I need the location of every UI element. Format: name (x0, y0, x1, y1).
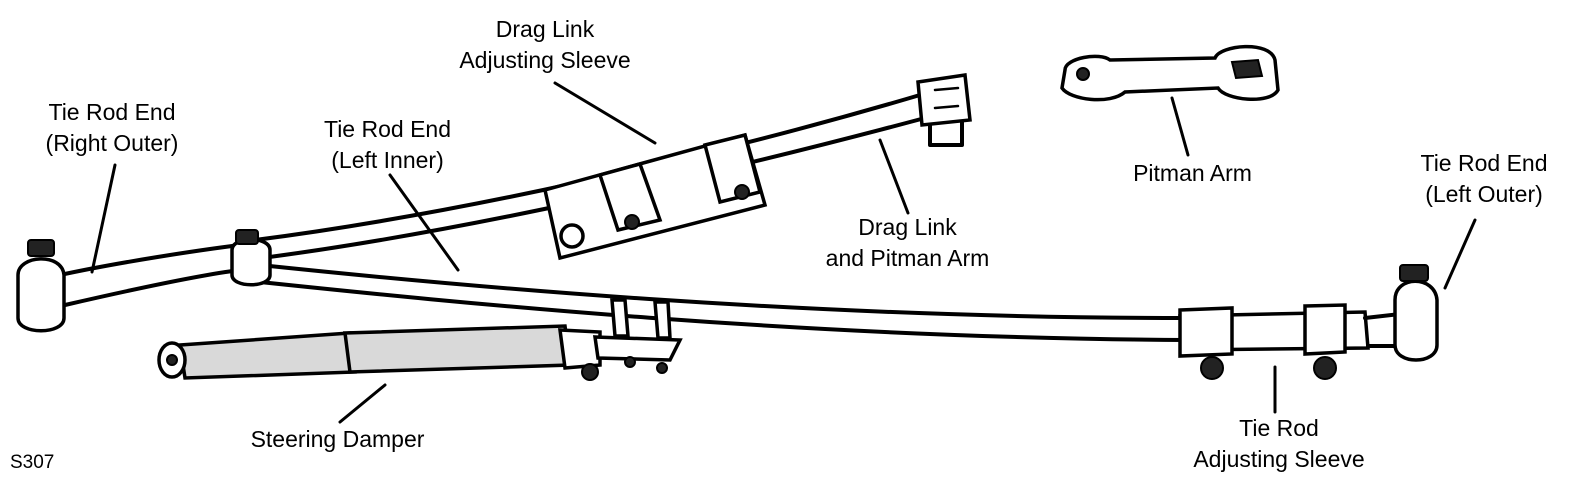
leader-drag-link-adjusting-sleeve (553, 81, 657, 145)
label-tie-rod-end-left-inner: Tie Rod End (Left Inner) (324, 116, 451, 173)
label-tie-rod-end-right-outer: Tie Rod End (Right Outer) (45, 99, 179, 156)
tie-rod (258, 263, 1187, 342)
label-drag-link-and-pitman-arm: Drag Link and Pitman Arm (825, 214, 990, 271)
leader-pitman-arm (1170, 96, 1190, 157)
leader-tie-rod-end-right-outer (90, 163, 117, 274)
leader-steering-damper (338, 383, 387, 424)
label-tie-rod-end-left-outer: Tie Rod End (Left Outer) (1420, 150, 1548, 207)
label-drag-link-adjusting-sleeve: Drag Link Adjusting Sleeve (459, 16, 631, 73)
drag-link-end (916, 73, 972, 147)
label-tie-rod-adjusting-sleeve: Tie Rod Adjusting Sleeve (1193, 415, 1365, 472)
pitman-arm (1060, 44, 1280, 102)
drag-link-adjusting-sleeve (542, 132, 768, 261)
leader-drag-link-and-pitman-arm (878, 138, 910, 215)
leader-lines (90, 81, 1477, 424)
figure-code: S307 (10, 452, 55, 473)
leader-tie-rod-end-left-outer (1443, 218, 1477, 290)
label-pitman-arm: Pitman Arm (1133, 160, 1252, 186)
leader-tie-rod-end-left-inner (388, 173, 460, 272)
label-steering-damper: Steering Damper (250, 426, 425, 452)
steering-damper (157, 324, 683, 381)
tie-rod-end-left-outer (1363, 264, 1439, 362)
tie-rod-end-left-inner (230, 229, 272, 287)
tie-rod-end-right-outer (16, 239, 242, 333)
